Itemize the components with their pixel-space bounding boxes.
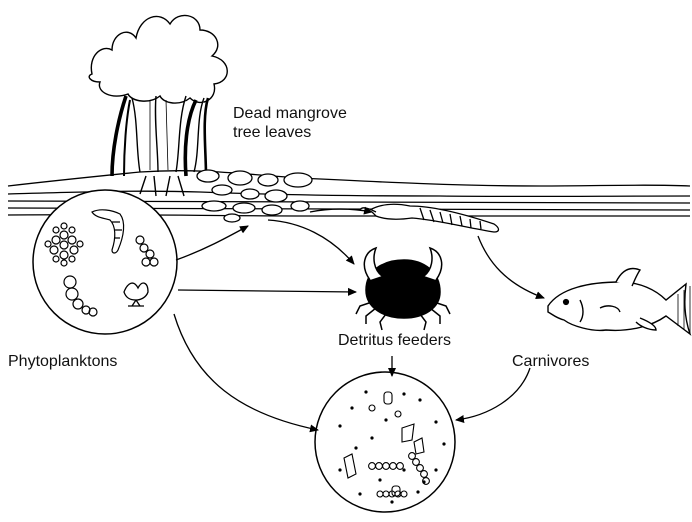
arrow-fish-to-microbes: [456, 368, 530, 420]
shrimp-icon: [360, 204, 499, 232]
phytoplankton-circle-icon: [33, 190, 177, 334]
dead-leaves-icon: [197, 170, 312, 222]
dead-leaves-label: Dead mangrove tree leaves: [233, 104, 347, 142]
arrow-leaves-to-crab: [268, 220, 354, 264]
dead-leaves-label-line1: Dead mangrove: [233, 104, 347, 123]
carnivores-label: Carnivores: [512, 352, 589, 371]
microorganism-circle-icon: [315, 372, 455, 512]
detritus-feeders-label: Detritus feeders: [338, 331, 451, 350]
fish-icon: [548, 269, 690, 335]
arrow-phyto-to-crab: [178, 290, 356, 292]
crab-icon: [356, 248, 450, 330]
dead-leaves-label-line2: tree leaves: [233, 123, 347, 142]
arrow-phyto-to-microbes: [174, 314, 318, 430]
arrow-shrimp-to-fish: [478, 236, 544, 298]
phytoplanktons-label: Phytoplanktons: [8, 352, 117, 371]
arrow-phyto-to-leaves: [176, 226, 248, 260]
mangrove-tree-icon: [89, 15, 227, 196]
